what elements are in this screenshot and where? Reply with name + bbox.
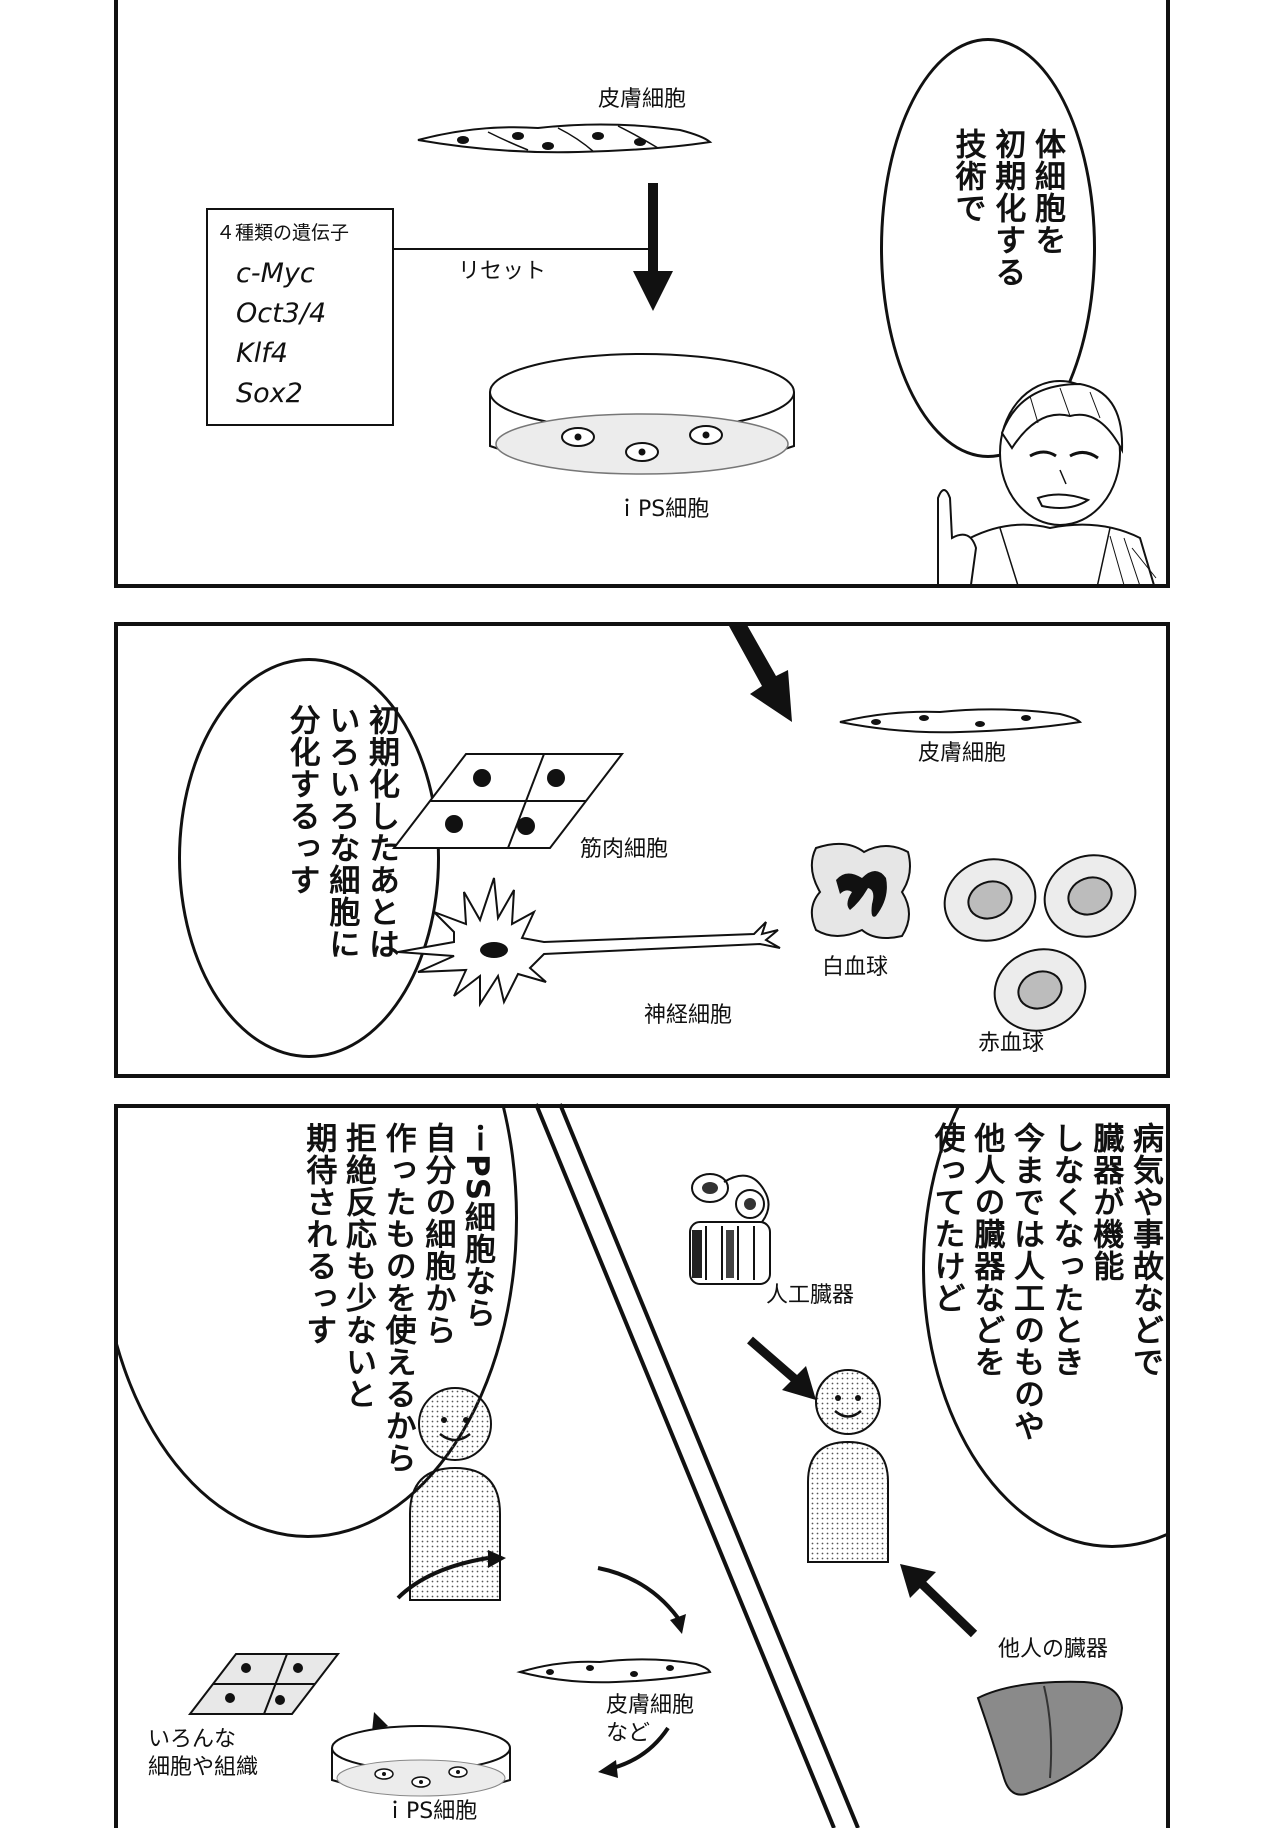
red-blood-cells-drawing (943, 854, 1137, 1032)
muscle-cells-drawing (391, 753, 625, 849)
artificial-organ-drawing (689, 1173, 771, 1285)
skin-cell-label-2: 皮膚細胞 (918, 741, 1007, 766)
gene-box: ４種類の遺伝子 c-Myc Oct3/4 Klf4 Sox2 (206, 208, 394, 426)
skin-cell-label-3b: など (606, 1721, 651, 1746)
person-figure-drawing-2 (807, 1369, 889, 1563)
speech-text-2: 初期化したあとは いろいろな細胞に 分化するっす (283, 704, 399, 960)
speech-text-3: ｉPS細胞なら 自分の細胞から 作ったものを使えるから 拒絶反応も少ないと 期待… (300, 1122, 495, 1474)
skin-cell-label-3a: 皮膚細胞 (606, 1693, 695, 1718)
donor-organ-label: 他人の臓器 (998, 1637, 1109, 1662)
panel-ips-reprogramming: 体細胞を 初期化する 技術で 皮膚細胞 ４種類の遺伝子 c-Myc Oct3/4… (114, 0, 1170, 588)
petri-dish-drawing (489, 353, 795, 475)
liver-drawing (976, 1680, 1124, 1796)
speech-text-4: 病気や事故などで 臓器が機能 しなくなったとき 今までは人工のものや 他人の臓器… (928, 1122, 1163, 1442)
tissue-label-b: 細胞や組織 (148, 1755, 259, 1780)
panel-ips-benefits: ｉPS細胞なら 自分の細胞から 作ったものを使えるから 拒絶反応も少ないと 期待… (118, 1108, 834, 1828)
skin-cells-drawing-2 (839, 708, 1083, 734)
nerve-cell-label: 神経細胞 (644, 1003, 733, 1028)
speech-text-1: 体細胞を 初期化する 技術で (949, 128, 1065, 288)
tissue-label-a: いろんな (148, 1727, 237, 1752)
muscle-cell-label: 筋肉細胞 (580, 837, 669, 862)
gene-c-myc: c-Myc (236, 258, 315, 289)
character-drawing (937, 380, 1157, 584)
gene-klf4: Klf4 (236, 338, 288, 369)
skin-cells-drawing (417, 123, 713, 154)
panel-differentiation: 初期化したあとは いろいろな細胞に 分化するっす 皮膚細胞 筋肉細胞 白血球 赤 (114, 622, 1170, 1078)
arrow-down-right-icon (747, 1336, 816, 1400)
ips-cell-label: ｉPS細胞 (616, 497, 710, 522)
nerve-cell-drawing (397, 877, 781, 1008)
gene-sox2: Sox2 (236, 378, 303, 409)
diagonal-arrow-icon (729, 626, 792, 722)
white-blood-cell-drawing (810, 842, 911, 939)
red-blood-cell-label: 赤血球 (978, 1031, 1045, 1056)
down-arrow-icon (633, 183, 673, 311)
person-figure-drawing (409, 1387, 501, 1601)
arrow-up-left-icon (900, 1564, 978, 1638)
reset-label: リセット (458, 259, 547, 284)
connector-line (394, 248, 648, 250)
panel-organ-transplant: 病気や事故などで 臓器が機能 しなくなったとき 今までは人工のものや 他人の臓器… (562, 1108, 1166, 1828)
petri-dish-drawing-2 (331, 1725, 511, 1797)
artificial-organ-label: 人工臓器 (766, 1283, 855, 1308)
gene-box-title: ４種類の遺伝子 (216, 222, 350, 244)
gene-oct34: Oct3/4 (236, 298, 327, 329)
ips-cell-label-2: ｉPS細胞 (384, 1799, 478, 1824)
speech-bubble-2 (178, 658, 440, 1058)
skin-cell-label: 皮膚細胞 (598, 87, 687, 112)
white-blood-cell-label: 白血球 (822, 955, 889, 980)
tissue-cells-drawing (187, 1653, 341, 1715)
skin-cells-drawing-3 (516, 1658, 712, 1684)
